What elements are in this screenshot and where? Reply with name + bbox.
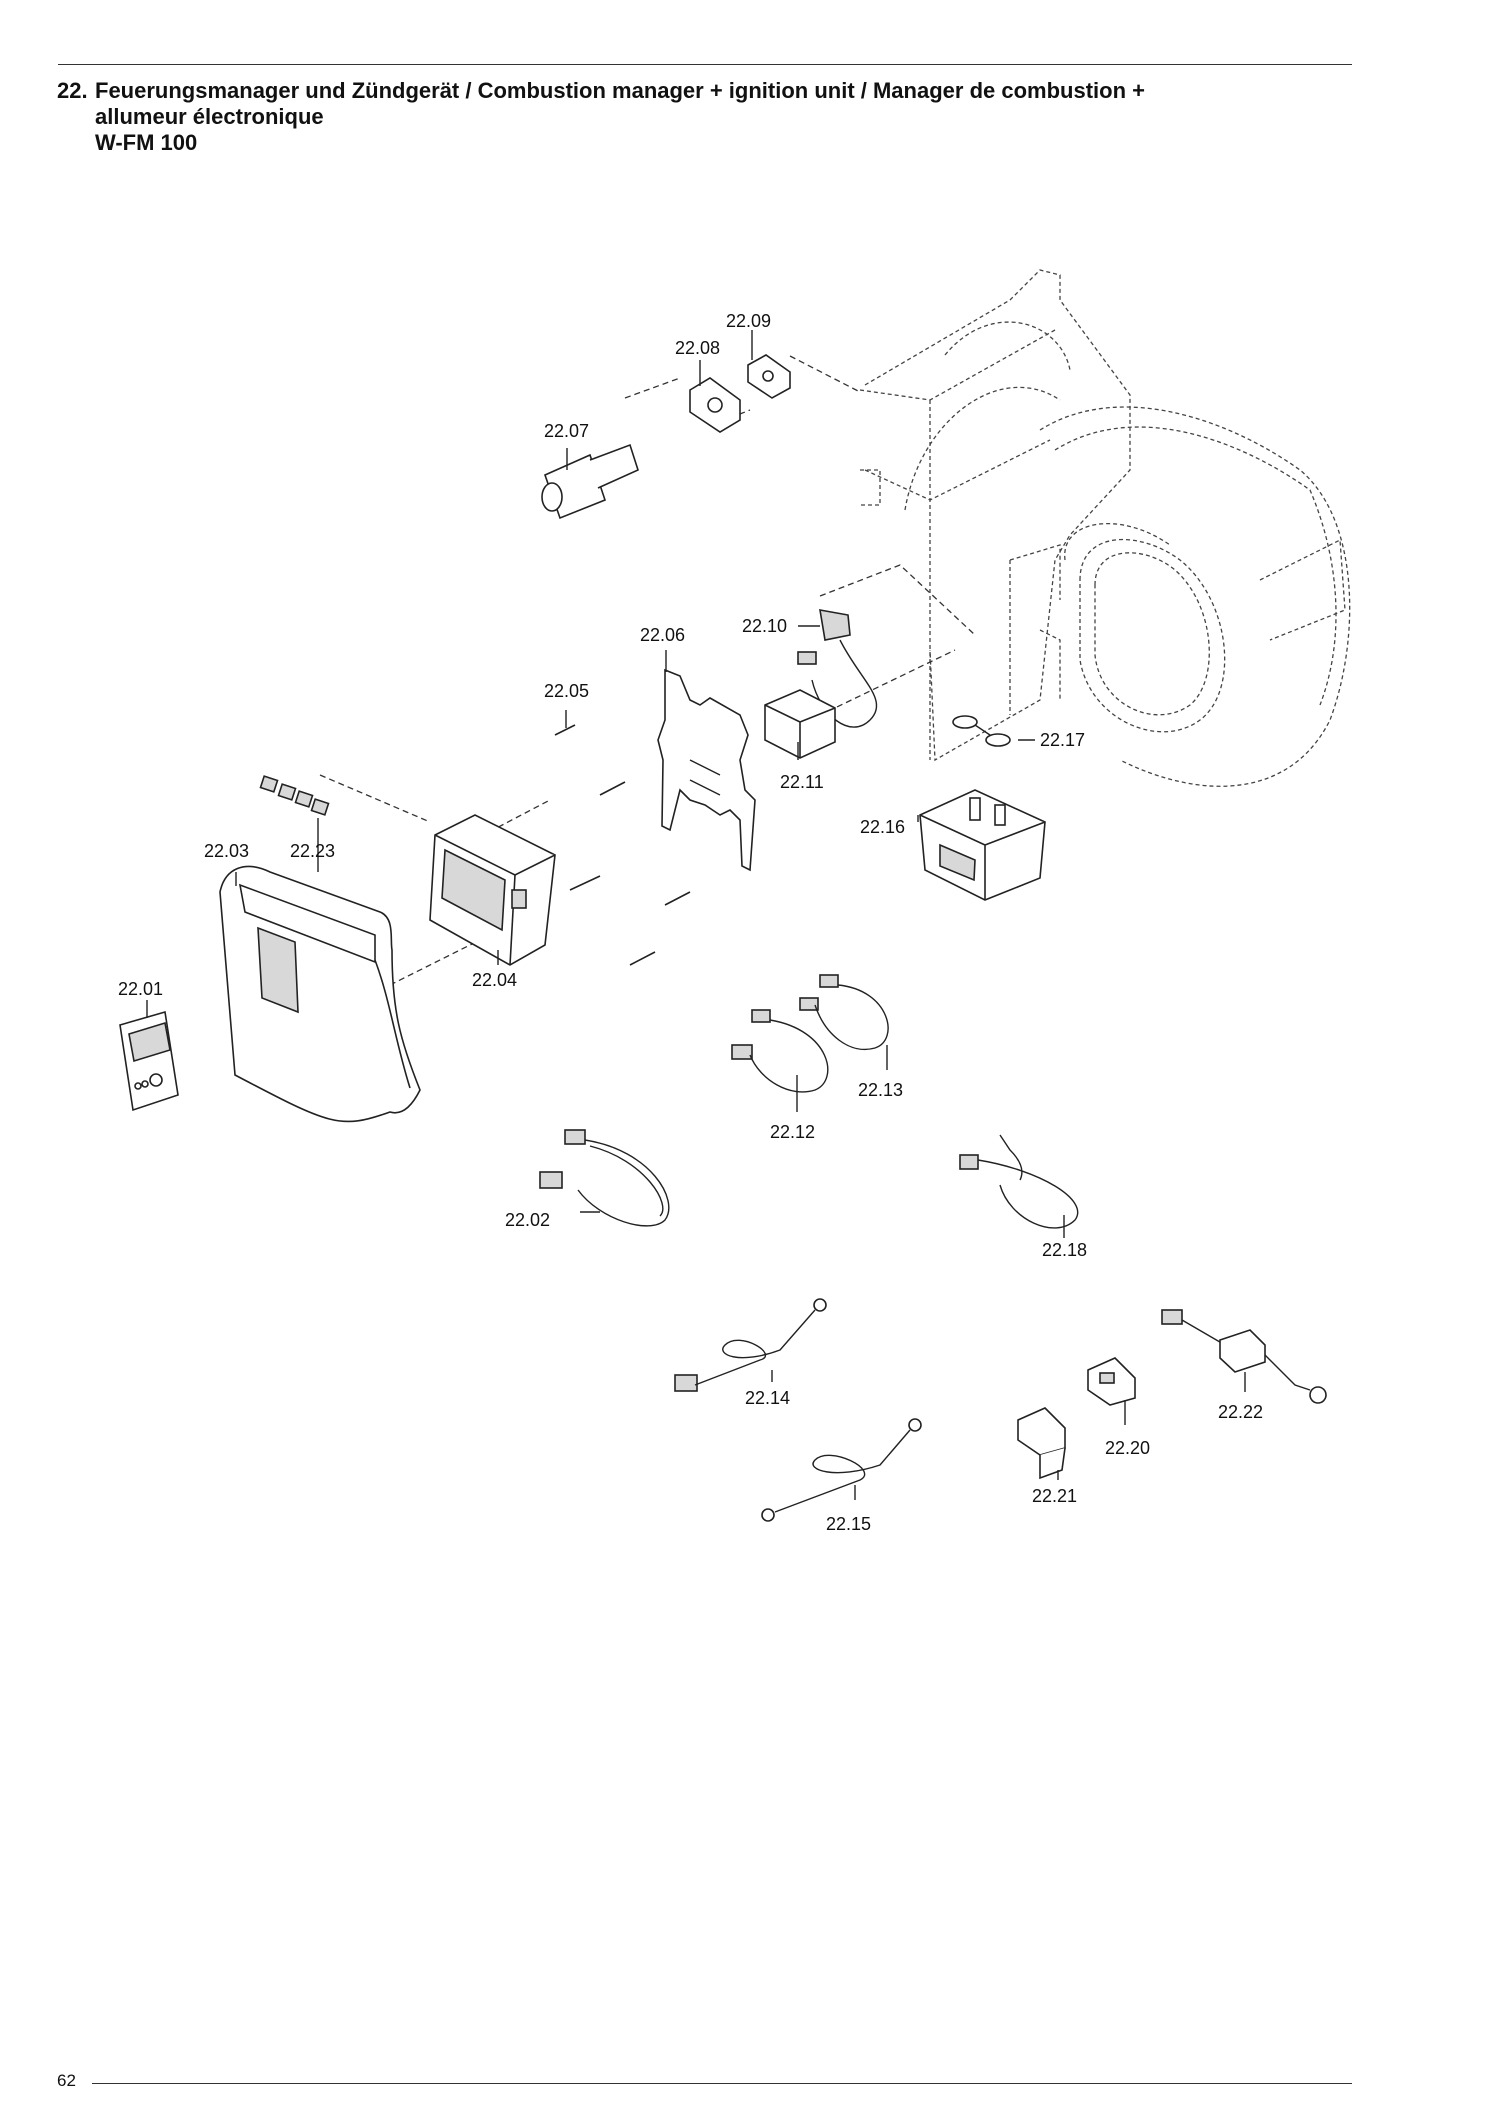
label-22-22: 22.22 bbox=[1218, 1402, 1263, 1422]
label-22-16: 22.16 bbox=[860, 817, 905, 837]
label-22-11: 22.11 bbox=[780, 772, 824, 792]
label-22-13: 22.13 bbox=[858, 1080, 903, 1100]
part-22-05-spacer-bolts bbox=[554, 724, 691, 966]
part-22-23-plug-connectors bbox=[259, 775, 330, 816]
label-22-20: 22.20 bbox=[1105, 1438, 1150, 1458]
burner-housing-ghost bbox=[859, 269, 1351, 787]
part-22-06-mounting-plate bbox=[657, 668, 756, 872]
part-22-14-cable bbox=[674, 1298, 827, 1392]
part-22-21-plug bbox=[1017, 1407, 1066, 1480]
label-22-02: 22.02 bbox=[505, 1210, 550, 1230]
part-22-07-electrode bbox=[541, 443, 639, 520]
part-22-18-cable bbox=[959, 1134, 1079, 1229]
part-22-17-earth-ring bbox=[952, 715, 1011, 747]
label-22-04: 22.04 bbox=[472, 970, 517, 990]
part-22-04-combustion-manager bbox=[429, 814, 556, 966]
assembly-lines bbox=[319, 355, 976, 986]
part-22-08-flange bbox=[689, 377, 741, 433]
label-22-10: 22.10 bbox=[742, 616, 787, 636]
title-line-1: Feuerungsmanager und Zündgerät / Combust… bbox=[95, 78, 1145, 103]
part-22-12-cable bbox=[731, 1009, 829, 1093]
label-22-03: 22.03 bbox=[204, 841, 249, 861]
label-22-07: 22.07 bbox=[544, 421, 589, 441]
title-line-3: W-FM 100 bbox=[95, 130, 198, 155]
part-labels: 22.01 22.02 22.03 22.04 22.05 22.06 22.0… bbox=[118, 311, 1263, 1534]
label-22-08: 22.08 bbox=[675, 338, 720, 358]
title-line-2: allumeur électronique bbox=[95, 104, 324, 129]
label-22-23: 22.23 bbox=[290, 841, 335, 861]
page-title: 22. Feuerungsmanager und Zündgerät / Comb… bbox=[57, 78, 1337, 156]
footer-rule bbox=[92, 2083, 1352, 2084]
part-22-03-cover bbox=[219, 865, 421, 1123]
part-22-02-cable bbox=[539, 1129, 670, 1227]
label-22-06: 22.06 bbox=[640, 625, 685, 645]
part-22-10-sensor-cable bbox=[797, 609, 878, 728]
header-rule bbox=[58, 64, 1352, 65]
label-22-05: 22.05 bbox=[544, 681, 589, 701]
part-22-16-ignition-transformer bbox=[919, 789, 1046, 901]
section-number: 22. bbox=[57, 78, 88, 103]
page-number: 62 bbox=[57, 2071, 76, 2090]
part-22-11-relay bbox=[764, 689, 836, 759]
label-22-14: 22.14 bbox=[745, 1388, 790, 1408]
label-22-01: 22.01 bbox=[118, 979, 163, 999]
label-22-18: 22.18 bbox=[1042, 1240, 1087, 1260]
label-22-09: 22.09 bbox=[726, 311, 771, 331]
label-22-21: 22.21 bbox=[1032, 1486, 1077, 1506]
part-22-13-cable bbox=[799, 974, 889, 1051]
part-22-01-display-unit bbox=[119, 1010, 179, 1112]
leader-lines bbox=[146, 330, 1246, 1500]
part-22-15-cable bbox=[761, 1418, 922, 1522]
label-22-17: 22.17 bbox=[1040, 730, 1085, 750]
part-22-09-gasket bbox=[747, 354, 791, 399]
label-22-15: 22.15 bbox=[826, 1514, 871, 1534]
part-22-22-cable-filter bbox=[1161, 1309, 1327, 1404]
label-22-12: 22.12 bbox=[770, 1122, 815, 1142]
part-22-20-plug bbox=[1087, 1357, 1136, 1406]
